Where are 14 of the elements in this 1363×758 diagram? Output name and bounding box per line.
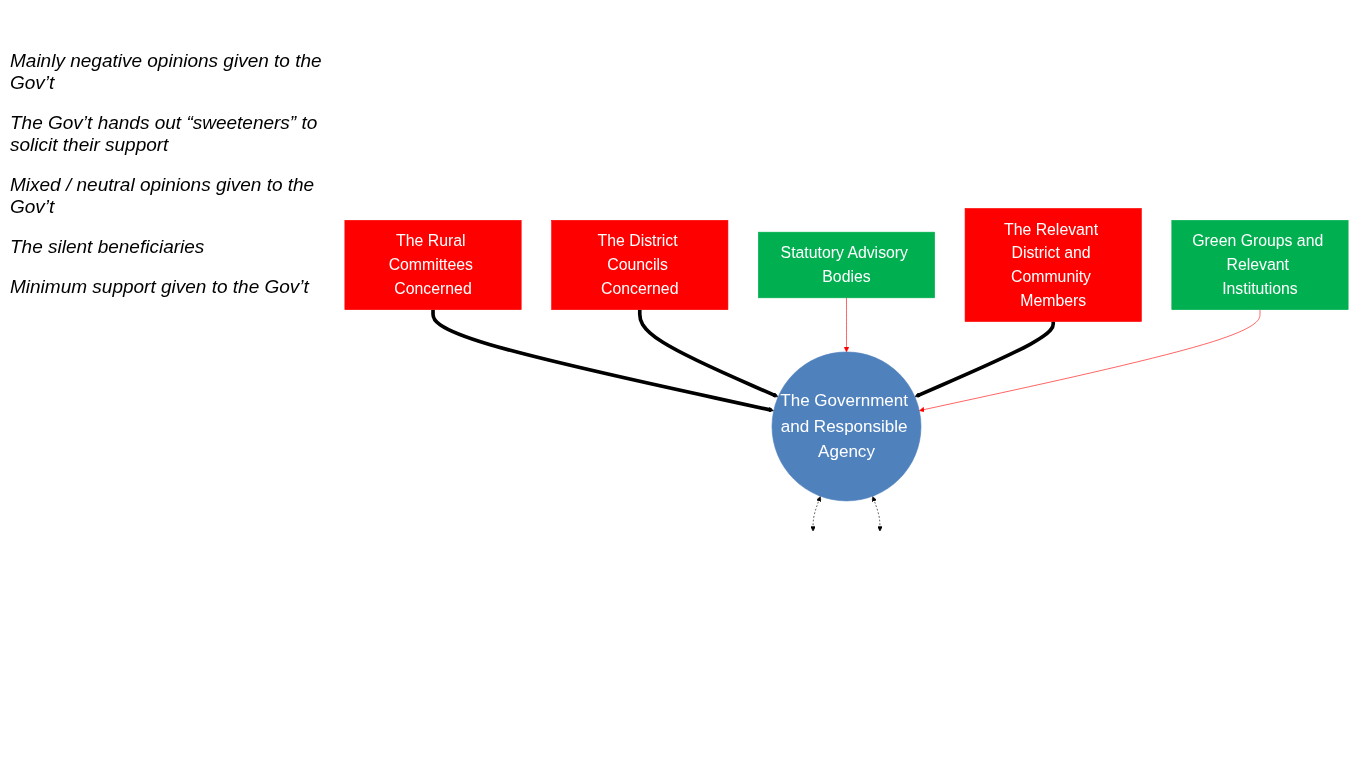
node-box: The Rural Committees Concerned — [344, 220, 522, 310]
node-box: The Relevant District and Community Members — [964, 208, 1142, 322]
node-box: Green Groups and Relevant Institutions — [1171, 220, 1349, 310]
note-text: The Gov’t hands out “sweeteners” to solicit their support — [10, 112, 319, 156]
node-circle: The Government and Responsible Agency — [771, 351, 922, 502]
note-text: Mainly negative opinions given to the Gov’t — [10, 50, 323, 94]
note-text: Minimum support given to the Gov’t — [10, 276, 311, 298]
note-text: The silent beneficiaries — [10, 236, 206, 258]
note-text: Mixed / neutral opinions given to the Gov’t — [10, 174, 316, 218]
arrow — [914, 321, 1056, 398]
node-box: The District Councils Concerned — [551, 220, 729, 310]
node-box: Statutory Advisory Bodies — [758, 231, 935, 299]
arrow — [637, 309, 779, 398]
arrow — [431, 309, 774, 413]
